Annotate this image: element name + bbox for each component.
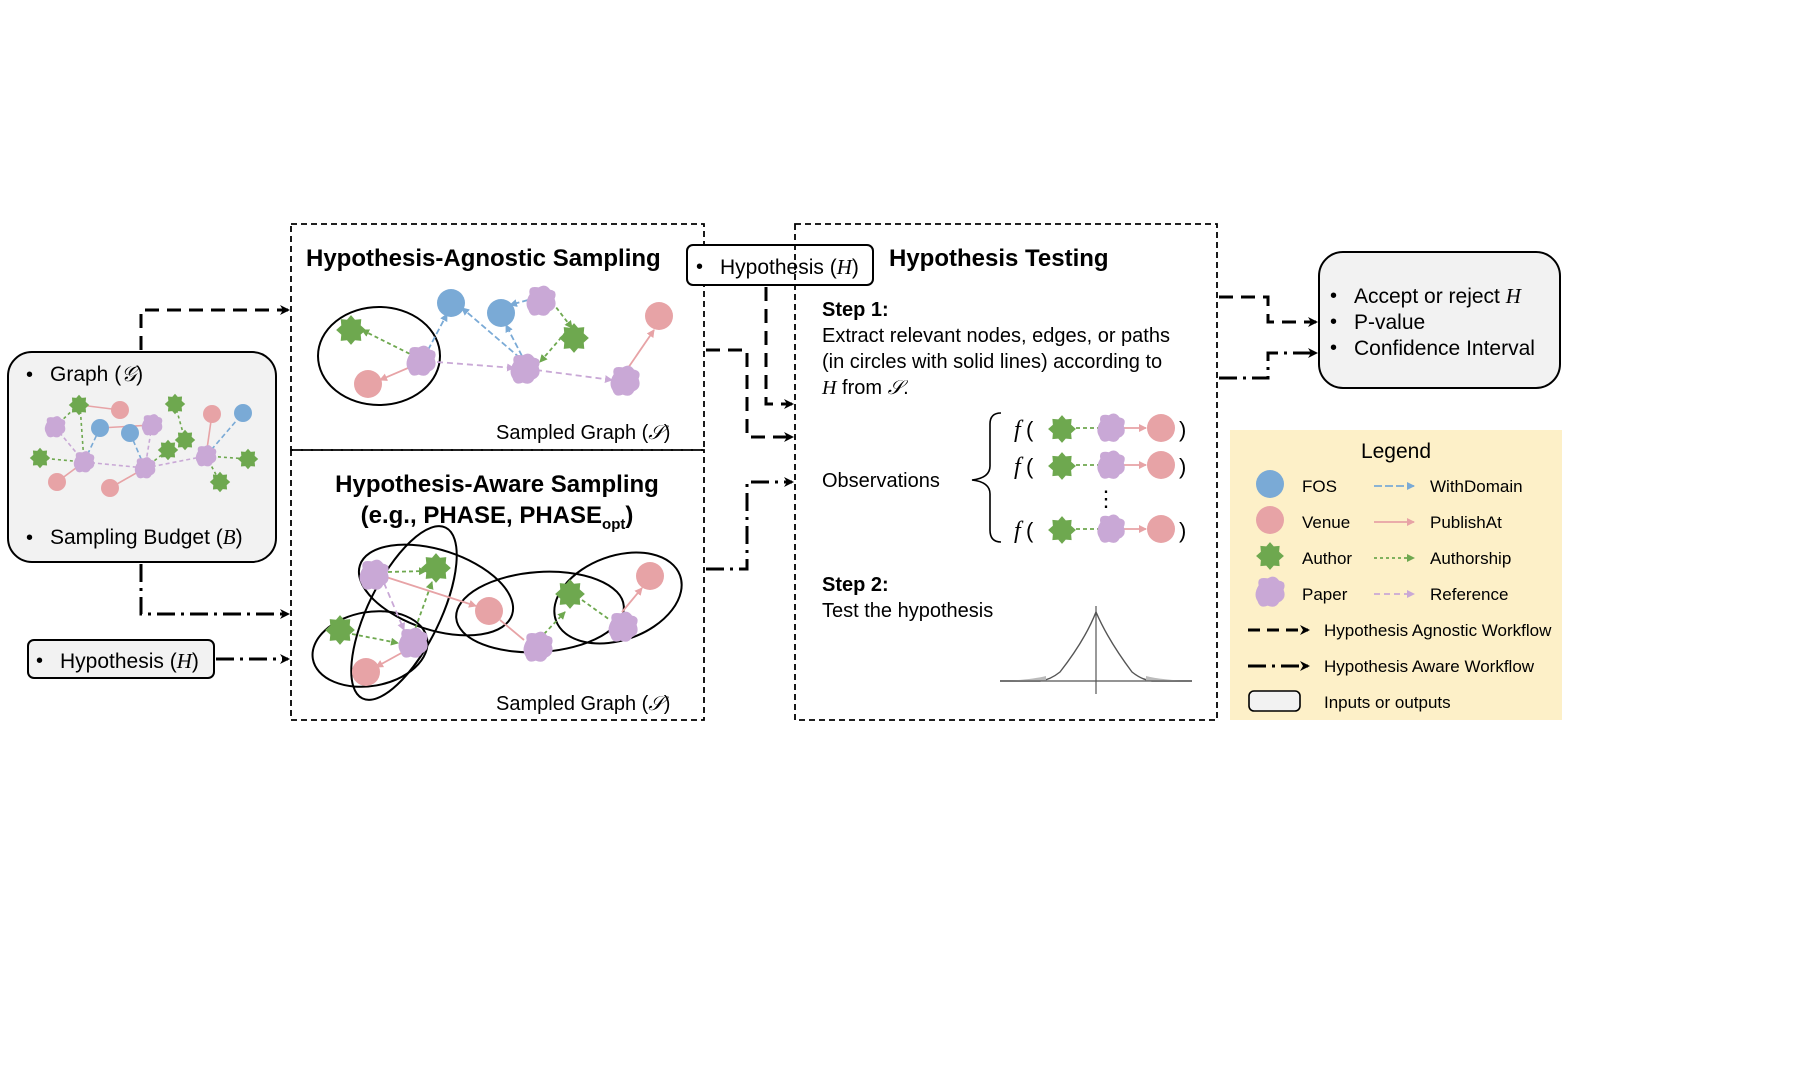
legend-fos-icon <box>1256 470 1284 498</box>
svg-text:(: ( <box>1026 417 1034 442</box>
legend: Legend FOS Venue Author Paper WithDomain… <box>1230 430 1562 720</box>
budget-label: Sampling Budget (B) <box>50 525 243 549</box>
svg-text:(: ( <box>1026 454 1034 479</box>
output-line3: Confidence Interval <box>1354 337 1535 360</box>
svg-text:•: • <box>1330 337 1337 359</box>
observation-row-2: f ( ) <box>1014 450 1186 480</box>
svg-text:f: f <box>1014 454 1024 480</box>
step2-text: Test the hypothesis <box>822 600 993 622</box>
legend-io-box-icon <box>1248 690 1301 712</box>
hypothesis-top-box: • Hypothesis (H) <box>686 244 874 286</box>
hypothesis-input-box: • Hypothesis (H) <box>27 639 215 679</box>
svg-text:f: f <box>1014 518 1024 544</box>
output-box: • Accept or reject H • P-value • Confide… <box>1318 251 1561 389</box>
legend-title: Legend <box>1361 440 1431 463</box>
svg-text:FOS: FOS <box>1302 477 1337 496</box>
step1-line2: (in circles with solid lines) according … <box>822 351 1162 373</box>
hypothesis-input-label: Hypothesis (H) <box>60 649 199 673</box>
hypothesis-top-label: Hypothesis (H) <box>720 255 859 279</box>
step1-line3: H from 𝒮. <box>821 377 909 399</box>
svg-text:•: • <box>26 364 33 386</box>
agnostic-selection-ellipse <box>317 306 441 406</box>
svg-text:•: • <box>1330 285 1337 307</box>
step2-title: Step 2: <box>822 574 889 596</box>
svg-text:PublishAt: PublishAt <box>1430 513 1502 532</box>
agnostic-sampling-panel: Hypothesis-Agnostic Sampling Sampled Gra… <box>290 223 705 451</box>
svg-text:): ) <box>1179 417 1186 442</box>
input-graph-nodes <box>29 393 259 497</box>
agnostic-title: Hypothesis-Agnostic Sampling <box>306 245 661 272</box>
input-box: • Graph (𝒢) • Sampling Budget (B) <box>7 351 277 563</box>
graph-label: Graph (𝒢) <box>50 362 143 386</box>
testing-title: Hypothesis Testing <box>889 245 1109 272</box>
svg-text:f: f <box>1014 417 1024 443</box>
aware-title-line2: (e.g., PHASE, PHASEopt) <box>361 502 634 533</box>
svg-text:): ) <box>1179 454 1186 479</box>
legend-venue-icon <box>1256 506 1284 534</box>
vdots: ⋮ <box>1095 486 1117 511</box>
svg-text:Venue: Venue <box>1302 513 1350 532</box>
svg-text:Authorship: Authorship <box>1430 549 1511 568</box>
svg-text:Paper: Paper <box>1302 585 1348 604</box>
hypothesis-testing-panel: Hypothesis Testing Step 1: Extract relev… <box>794 223 1218 721</box>
output-line1: Accept or reject H <box>1354 284 1523 308</box>
svg-text:Inputs or outputs: Inputs or outputs <box>1324 693 1451 712</box>
observation-row-3: f ( ) <box>1014 514 1186 544</box>
aware-title-line1: Hypothesis-Aware Sampling <box>335 471 659 498</box>
svg-text:Hypothesis Aware Workflow: Hypothesis Aware Workflow <box>1324 657 1535 676</box>
agnostic-workflow-arrow-in <box>139 305 290 350</box>
svg-text:(: ( <box>1026 518 1034 543</box>
svg-text:•: • <box>26 527 33 549</box>
arrows-to-output <box>1219 295 1318 380</box>
aware-workflow-arrow-in <box>139 564 290 664</box>
step1-line1: Extract relevant nodes, edges, or paths <box>822 325 1170 347</box>
svg-text:Reference: Reference <box>1430 585 1508 604</box>
svg-text:WithDomain: WithDomain <box>1430 477 1523 496</box>
svg-text:): ) <box>1179 518 1186 543</box>
agnostic-caption: Sampled Graph (𝒮) <box>496 422 670 444</box>
svg-text:Author: Author <box>1302 549 1352 568</box>
step1-title: Step 1: <box>822 299 889 321</box>
svg-text:•: • <box>1330 311 1337 333</box>
observations-brace <box>971 412 1002 543</box>
aware-caption: Sampled Graph (𝒮) <box>496 693 670 715</box>
svg-text:Hypothesis Agnostic Workflow: Hypothesis Agnostic Workflow <box>1324 621 1552 640</box>
observation-row-1: f ( ) <box>1014 413 1186 443</box>
bell-curve-icon <box>1000 606 1192 694</box>
svg-text:•: • <box>36 650 43 672</box>
output-line2: P-value <box>1354 311 1425 334</box>
aware-sampling-panel: Hypothesis-Aware Sampling (e.g., PHASE, … <box>290 449 705 721</box>
arrows-into-testing <box>706 287 794 571</box>
svg-text:•: • <box>696 256 703 278</box>
observations-label: Observations <box>822 470 940 492</box>
